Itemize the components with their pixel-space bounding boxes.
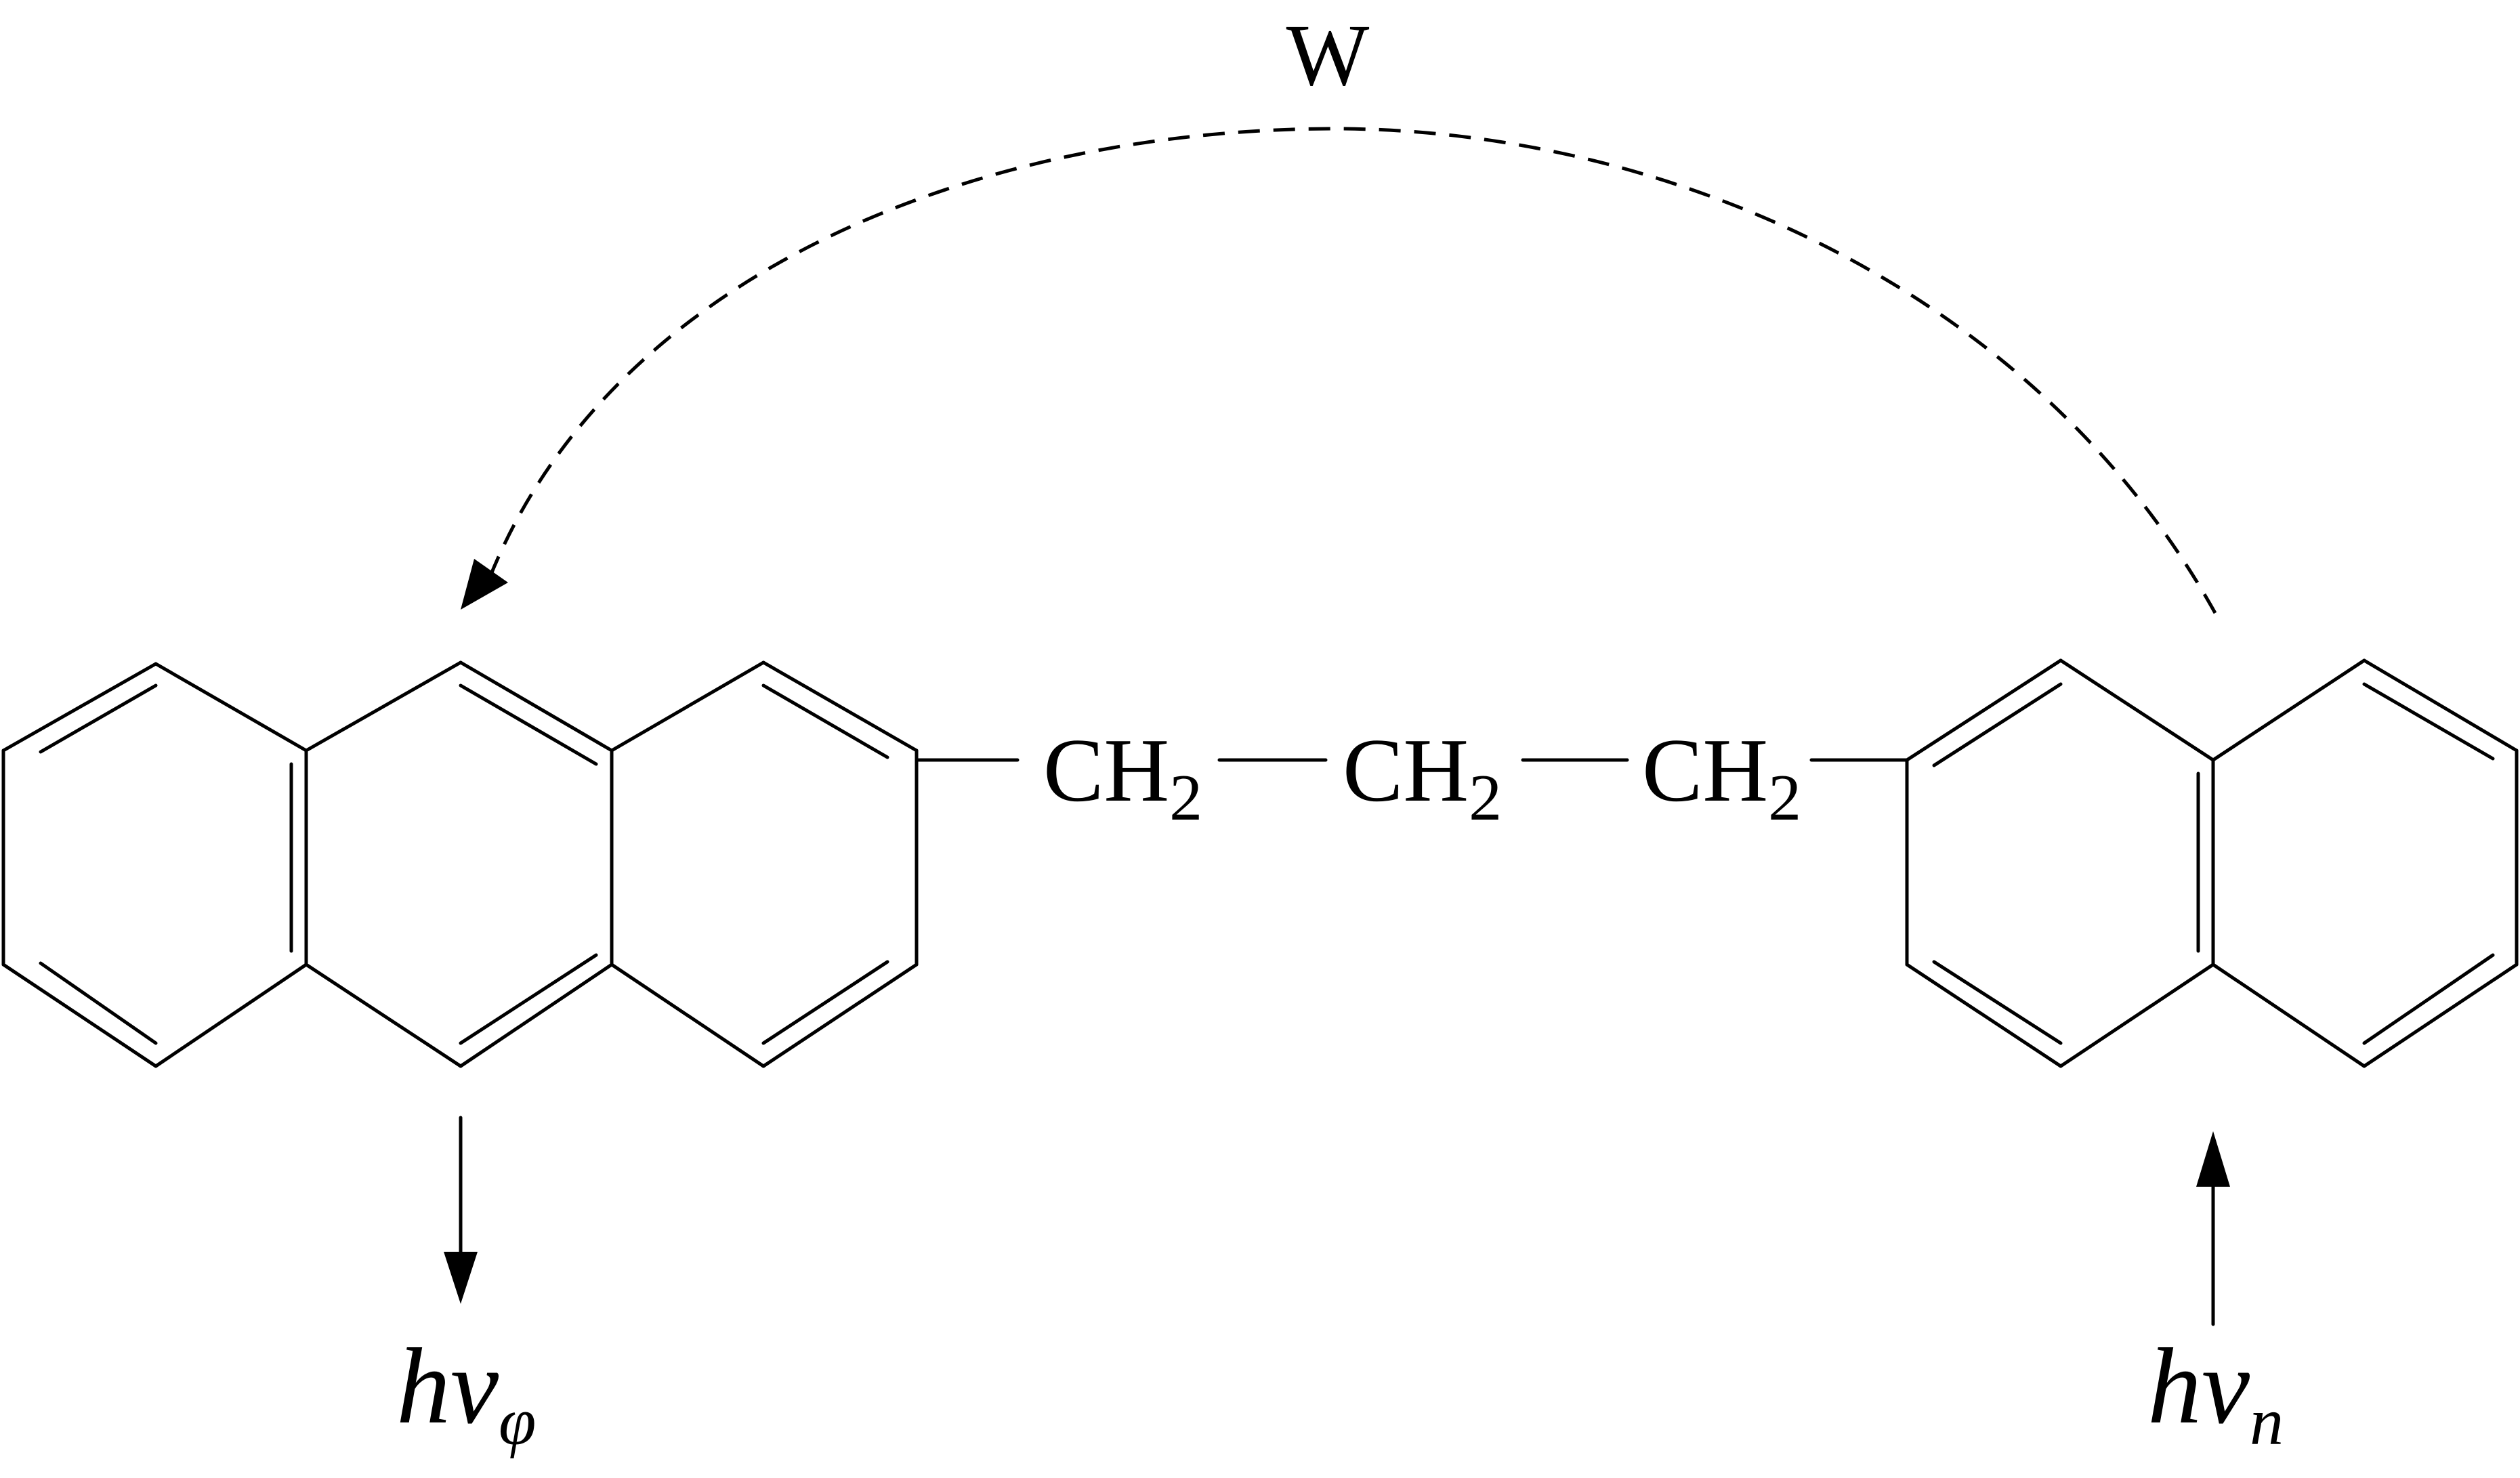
absorption-label: hνn: [2147, 1326, 2284, 1459]
energy-transfer-arrowhead: [461, 559, 508, 610]
anthracene-ring-c: [610, 660, 919, 1068]
chain-ch2-1: CH2: [1043, 720, 1202, 835]
anthracene-structure: [1, 660, 919, 1068]
energy-transfer-arc: [486, 127, 2217, 614]
emission-arrow: [444, 1116, 478, 1304]
energy-transfer-label: W: [1286, 7, 1370, 104]
chain-ch2-2: CH2: [1343, 720, 1502, 835]
anthracene-ring-b: [304, 660, 614, 1068]
naphthalene-structure: [1905, 658, 2519, 1068]
naphthalene-ring-d: [1905, 658, 2215, 1068]
chain-labels: CH2 CH2 CH2: [1043, 720, 1801, 835]
emission-label: hνφ: [396, 1326, 536, 1459]
anthracene-ring-a: [1, 662, 308, 1068]
naphthalene-ring-e: [2211, 658, 2519, 1068]
absorption-arrow: [2196, 1131, 2230, 1326]
chain-ch2-3: CH2: [1642, 720, 1801, 835]
